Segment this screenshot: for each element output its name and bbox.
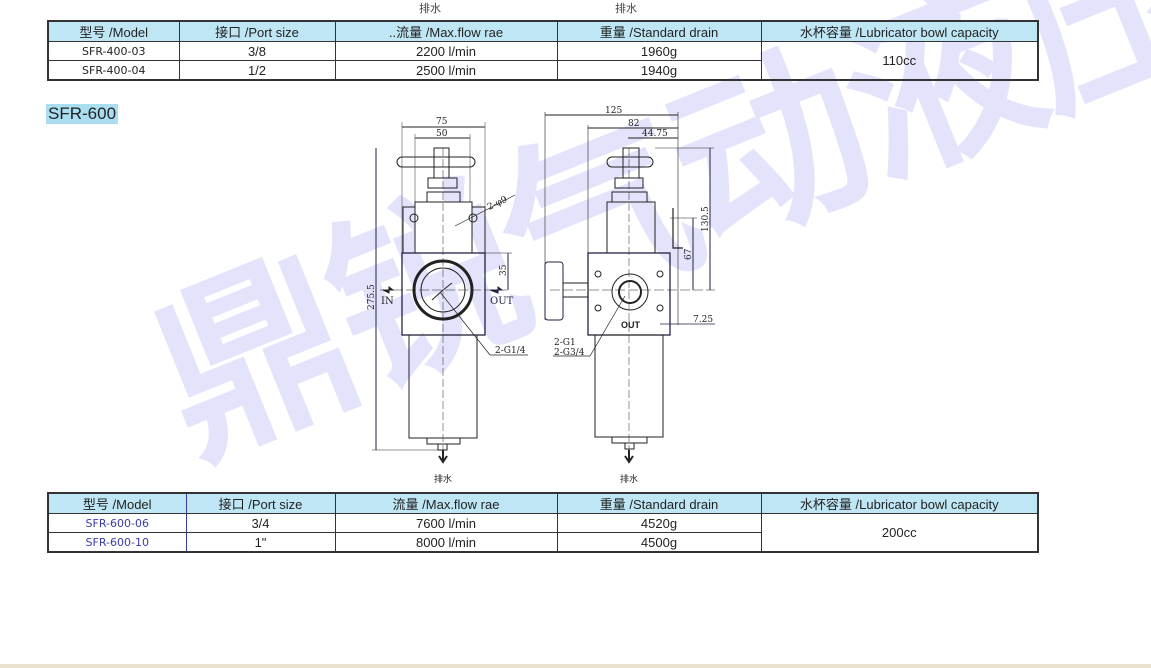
header-flow: ..流量 /Max.flow rae	[334, 20, 558, 42]
out-label: OUT	[621, 320, 641, 330]
dim-label: 75	[436, 117, 448, 127]
header-weight: 重量 /Standard drain	[556, 492, 762, 514]
header-port: 接口 /Port size	[185, 492, 336, 514]
dim-label: 2-G3/4	[554, 348, 585, 358]
table-row: SFR-600-06 3/4 7600 l/min 4520g 200cc	[47, 513, 1039, 553]
table-row: SFR-600-10 1" 8000 l/min 4500g	[47, 532, 1038, 553]
header-model: 型号 /Model	[47, 20, 180, 42]
table-header: 型号 /Model 接口 /Port size ..流量 /Max.flow r…	[47, 20, 1039, 42]
header-capacity: 水杯容量 /Lubricator bowl capacity	[760, 492, 1039, 514]
page-bottom-border	[0, 664, 1151, 668]
drain-caption: 排水	[419, 2, 441, 15]
spec-table-sfr-400: 型号 /Model 接口 /Port size ..流量 /Max.flow r…	[47, 20, 1039, 81]
cell: 4520g	[556, 513, 762, 533]
dim-label: 35	[499, 264, 509, 276]
cell: SFR-400-03	[47, 41, 180, 61]
table-header: 型号 /Model 接口 /Port size 流量 /Max.flow rae…	[47, 492, 1039, 514]
header-flow: 流量 /Max.flow rae	[334, 492, 558, 514]
spec-table-sfr-600: 型号 /Model 接口 /Port size 流量 /Max.flow rae…	[47, 492, 1039, 553]
section-title: SFR-600	[46, 104, 119, 124]
drain-label: 排水	[620, 473, 638, 485]
cell: 3/8	[178, 41, 336, 61]
dim-label: 2-G1/4	[495, 346, 526, 356]
cell: 1/2	[178, 60, 336, 81]
in-label: IN	[381, 296, 394, 307]
table-row: SFR-400-04 1/2 2500 l/min 1940g	[47, 60, 1038, 81]
dim-label: 82	[628, 119, 639, 129]
table-row: SFR-400-03 3/8 2200 l/min 1960g 110cc	[47, 41, 1039, 81]
cell: 7600 l/min	[334, 513, 558, 533]
dim-label: 67	[684, 248, 694, 260]
dim-label: 44.75	[642, 129, 668, 139]
dim-label: 275.5	[367, 284, 377, 310]
dim-label: 130.5	[701, 206, 711, 232]
header-capacity: 水杯容量 /Lubricator bowl capacity	[760, 20, 1039, 42]
cell-capacity: 200cc	[760, 513, 1039, 553]
cell: 1"	[185, 532, 336, 553]
dimension-labels: 75 50 275.5 35 2-φ9 2-G1/4 IN OUT 125 82…	[367, 106, 713, 485]
drain-caption: 排水	[615, 2, 637, 15]
dim-label: 125	[605, 106, 622, 116]
out-label: OUT	[490, 296, 514, 307]
cell: 2200 l/min	[334, 41, 558, 61]
cell: 1960g	[556, 41, 762, 61]
header-model: 型号 /Model	[47, 492, 187, 514]
cell: SFR-400-04	[47, 60, 180, 81]
dim-label: 2-φ9	[486, 195, 509, 213]
cell: SFR-600-10	[47, 532, 187, 553]
cell: 1940g	[556, 60, 762, 81]
cell: 4500g	[556, 532, 762, 553]
cell: 8000 l/min	[334, 532, 558, 553]
cell: SFR-600-06	[47, 513, 187, 533]
dim-label: 2-G1	[554, 338, 576, 348]
dim-label: 7.25	[693, 315, 713, 325]
dim-label: 50	[436, 129, 448, 139]
left-view	[372, 122, 528, 464]
cell-capacity: 110cc	[760, 41, 1039, 81]
cell: 2500 l/min	[334, 60, 558, 81]
drain-label: 排水	[434, 473, 452, 485]
cell: 3/4	[185, 513, 336, 533]
right-view	[544, 112, 715, 464]
